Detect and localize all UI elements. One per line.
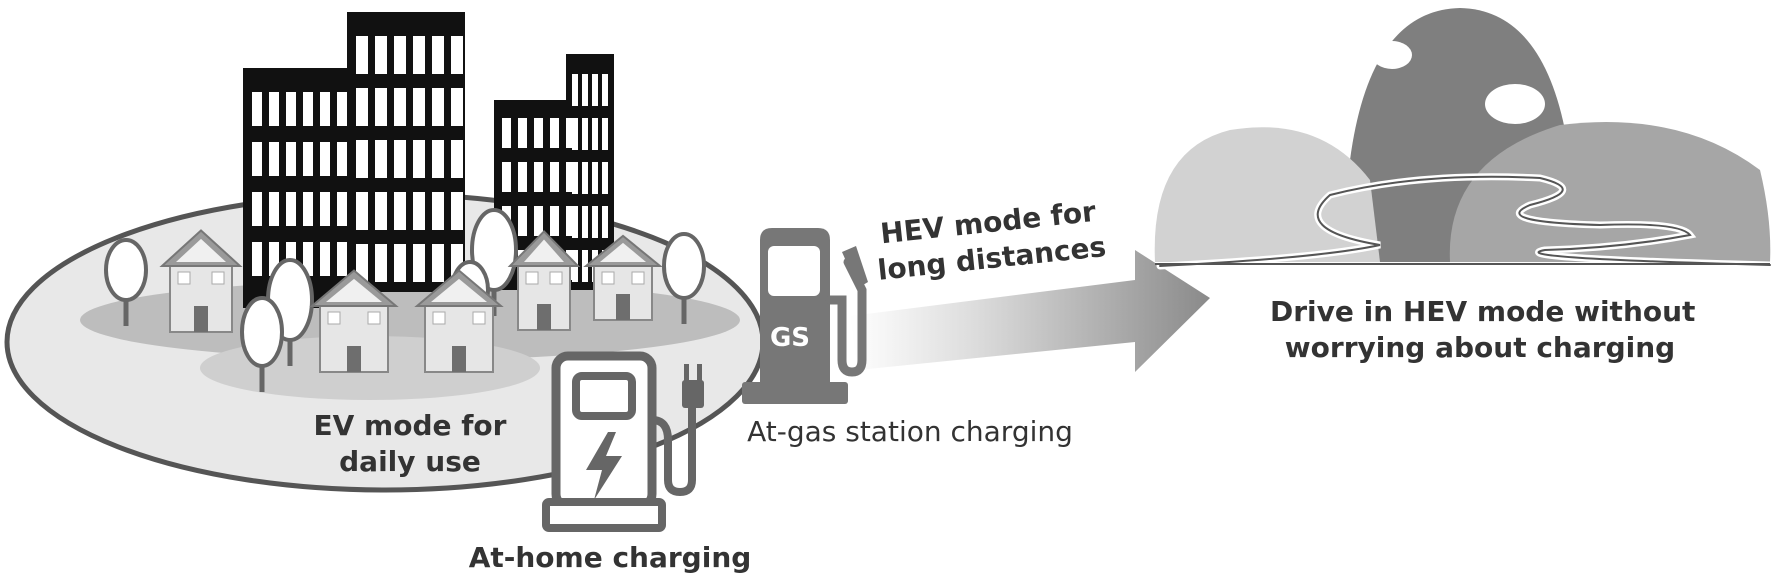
arrow-right-icon xyxy=(850,250,1210,372)
drive-line-1: Drive in HEV mode without xyxy=(1270,295,1696,328)
drive-hev-label: Drive in HEV mode without worrying about… xyxy=(1270,294,1696,366)
city-buildings-icon xyxy=(243,12,614,308)
ev-charger-icon xyxy=(542,351,704,532)
house-icon xyxy=(159,229,663,373)
drive-line-2: worrying about charging xyxy=(1284,331,1676,364)
home-charging-label: At-home charging xyxy=(468,541,752,574)
ev-mode-line-2: daily use xyxy=(339,445,481,478)
ev-mode-line-1: EV mode for xyxy=(313,409,507,442)
gas-station-charging-label: At-gas station charging xyxy=(747,415,1073,448)
gas-pump-icon xyxy=(742,228,868,404)
gas-pump-label: GS xyxy=(769,323,811,353)
ev-mode-label: EV mode for daily use xyxy=(300,408,520,480)
mountain-road-icon xyxy=(1154,8,1774,270)
